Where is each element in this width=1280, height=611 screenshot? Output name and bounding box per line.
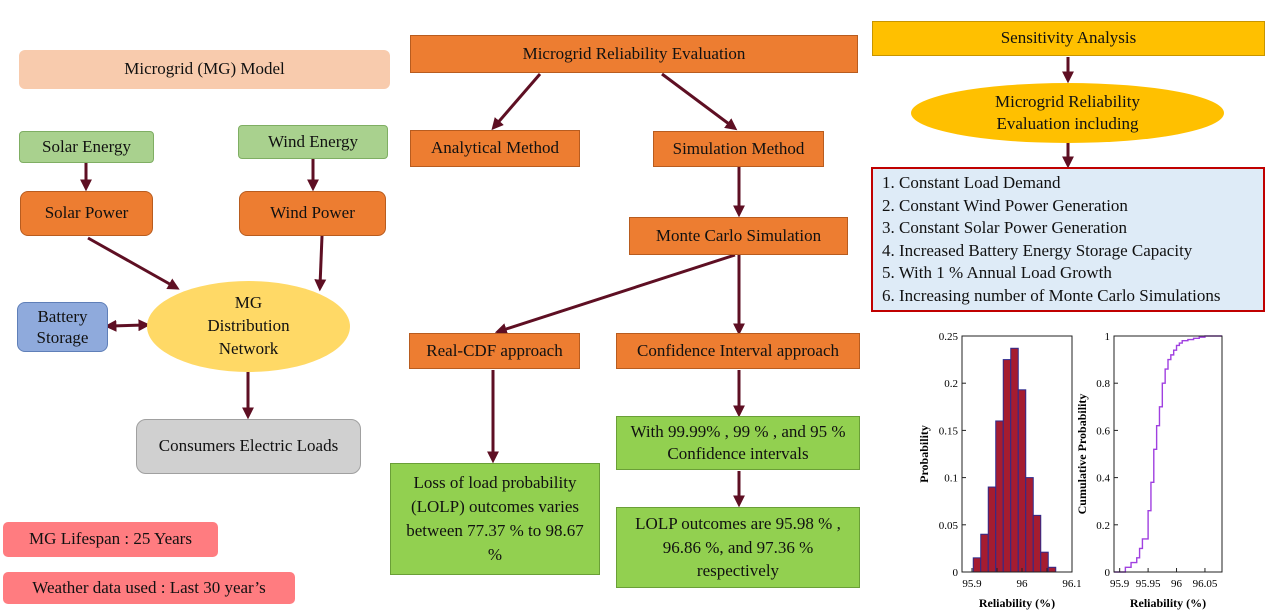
evaluation-including-ellipse: Microgrid Reliability Evaluation includi… [911,83,1224,143]
lolp-outcomes-box: LOLP outcomes are 95.98 % , 96.86 %, and… [616,507,860,588]
plot-frame [961,335,1073,573]
lolp-range-box: Loss of load probability (LOLP) outcomes… [390,463,600,575]
sensitivity-analysis-box: Sensitivity Analysis [872,21,1265,56]
x-tick-label: 95.9 [962,578,982,590]
x-tick-label: 96.1 [1062,578,1081,590]
list-item: 5. With 1 % Annual Load Growth [882,263,1112,282]
monte-carlo-box: Monte Carlo Simulation [629,217,848,255]
reliability-evaluation-title: Microgrid Reliability Evaluation [410,35,858,73]
y-tick-label: 1 [1105,331,1111,343]
y-tick-label: 0.4 [1096,473,1110,485]
y-axis-label: Cumulative Probability [1075,394,1089,515]
analytical-method-box: Analytical Method [410,130,580,167]
y-tick-label: 0.1 [944,473,958,485]
confidence-levels-box: With 99.99% , 99 % , and 95 % Confidence… [616,416,860,470]
plot-frame [1113,335,1223,573]
x-tick-label: 95.9 [1110,578,1130,590]
histogram-bar [1025,477,1034,573]
confidence-levels-text: With 99.99% , 99 % , and 95 % Confidence… [630,421,846,463]
y-tick-label: 0 [953,567,959,579]
lolp-range-text: Loss of load probability (LOLP) outcomes… [406,473,584,564]
y-tick-label: 0.2 [944,378,958,390]
cdf-line [1114,335,1222,573]
consumers-loads-box: Consumers Electric Loads [136,419,361,474]
network-label: MG Distribution Network [207,293,290,358]
lifespan-badge: MG Lifespan : 25 Years [3,522,218,557]
histogram-bar [980,533,989,573]
x-tick-label: 95.95 [1136,578,1161,590]
wind-energy-box: Wind Energy [238,125,388,159]
wind-power-box: Wind Power [239,191,386,236]
y-axis-label: Probability [917,425,931,483]
y-tick-label: 0.2 [1096,520,1110,532]
arrow-eval-to-simulation [661,72,738,131]
arrow-monte-carlo-to-real-cdf [494,253,736,335]
x-tick-label: 96.05 [1193,578,1218,590]
list-item: 2. Constant Wind Power Generation [882,195,1128,215]
histogram-bar [972,557,982,573]
mg-distribution-network: MG Distribution Network [147,281,350,372]
y-tick-label: 0.8 [1096,378,1110,390]
x-axis-label: Reliability (%) [979,596,1055,610]
x-tick-label: 96 [1171,578,1183,590]
list-item: 1. Constant Load Demand [882,173,1061,192]
arrow-battery-network [104,319,151,332]
y-tick-label: 0.15 [939,425,959,437]
sensitivity-list: 1. Constant Load Demand 2. Constant Wind… [871,167,1265,312]
x-axis-label: Reliability (%) [1130,596,1206,610]
evaluation-including-text: Microgrid Reliability Evaluation includi… [995,91,1140,133]
lolp-outcomes-text: LOLP outcomes are 95.98 % , 96.86 %, and… [635,513,841,581]
list-item: 3. Constant Solar Power Generation [882,218,1128,237]
histogram-bar [987,486,997,573]
cdf-chart: 0 0.2 0.4 0.6 0.8 1 95.9 95.95 96 96.05Reliabilit… [1075,331,1223,610]
histogram-bar [995,420,1004,573]
real-cdf-box: Real-CDF approach [409,333,580,369]
y-tick-label: 0.25 [939,331,959,343]
histogram-bar [1010,347,1019,573]
solar-energy-box: Solar Energy [19,131,154,163]
battery-storage-box: Battery Storage [17,302,108,352]
arrow-solar-power-to-network [87,236,180,290]
histogram-chart: 0 0.05 0.1 0.15 0.2 0.25 95.9 96 96.1Reliability… [917,331,1082,610]
list-item: 6. Increasing number of Monte Carlo Simu… [882,285,1221,305]
arrow-wind-power-to-network [314,235,327,292]
histogram-bar [1002,359,1012,573]
list-item: 4. Increased Battery Energy Storage Capa… [882,240,1193,260]
histogram-bar [1047,566,1057,573]
arrow-eval-to-analytical [491,73,542,131]
y-tick-label: 0.6 [1096,425,1110,437]
y-tick-label: 0 [1105,567,1111,579]
battery-storage-label: Battery Storage [36,306,89,347]
y-tick-label: 0.05 [939,520,959,532]
x-tick-label: 96 [1017,578,1029,590]
histogram-bar [1017,389,1027,573]
weather-data-badge: Weather data used : Last 30 year’s [3,572,295,604]
solar-power-box: Solar Power [20,191,153,236]
confidence-interval-box: Confidence Interval approach [616,333,860,369]
histogram-bar [1032,514,1042,573]
mg-model-title: Microgrid (MG) Model [19,50,390,89]
simulation-method-box: Simulation Method [653,131,824,167]
